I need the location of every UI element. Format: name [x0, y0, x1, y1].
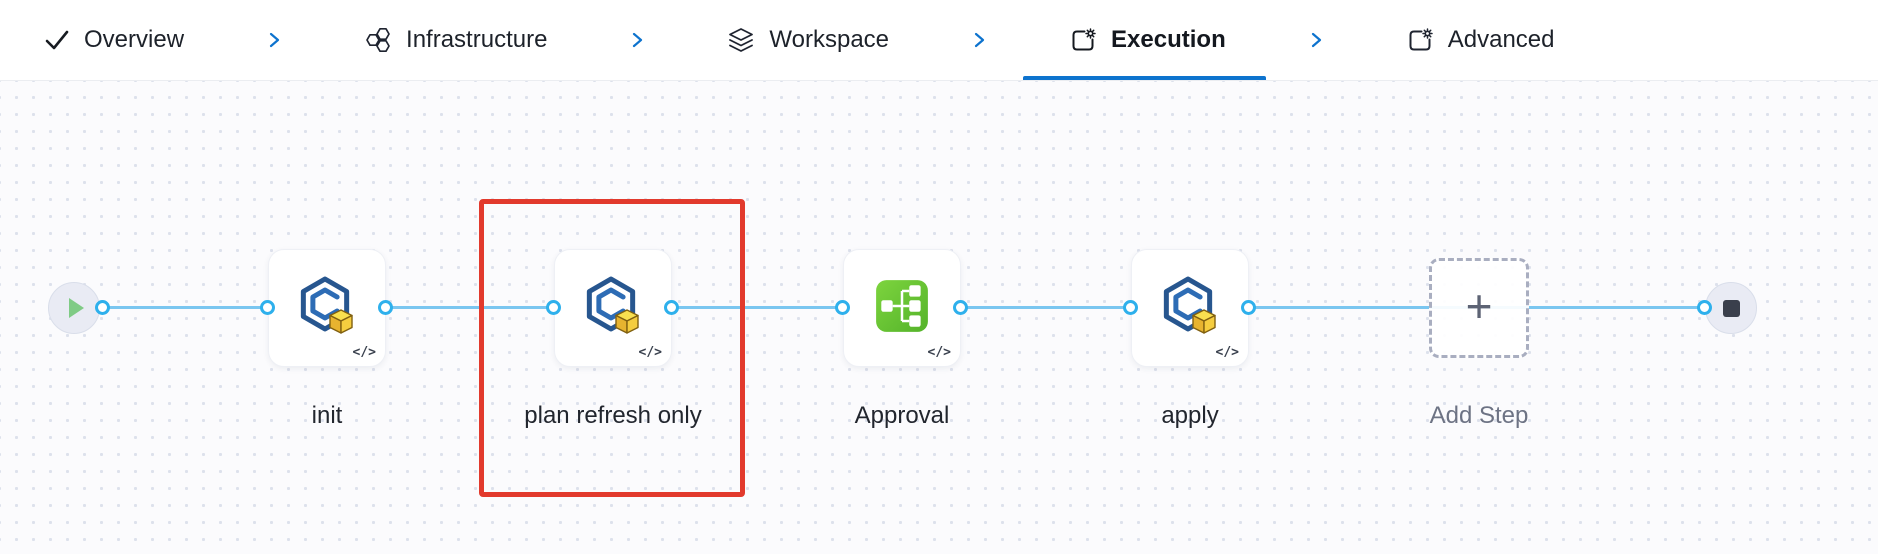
- tab-overview[interactable]: Overview: [44, 0, 184, 80]
- connector-port: [95, 300, 110, 315]
- chevron-right-icon: [629, 30, 645, 50]
- tab-bar: Overview Infrastructure Work: [0, 0, 1878, 81]
- chevron-right-icon: [1308, 30, 1324, 50]
- tab-label: Overview: [84, 26, 185, 53]
- step-label-approval: Approval: [854, 402, 950, 429]
- step-label-apply: apply: [1161, 402, 1219, 429]
- step-node-apply[interactable]: </>: [1131, 249, 1249, 367]
- chevron-right-icon: [971, 30, 987, 50]
- hexagon-cluster-icon: [364, 26, 392, 54]
- pipeline-start-node[interactable]: [48, 282, 100, 334]
- pipeline-end-node[interactable]: [1705, 282, 1757, 334]
- check-icon: [44, 27, 70, 53]
- tab-advanced[interactable]: Advanced: [1406, 0, 1555, 80]
- code-badge: </>: [1215, 345, 1239, 360]
- code-badge: </>: [927, 345, 951, 360]
- tab-workspace[interactable]: Workspace: [727, 0, 889, 80]
- step-node-approval[interactable]: </>: [843, 249, 961, 367]
- connector-port: [1123, 300, 1138, 315]
- connector-port: [1241, 300, 1256, 315]
- stop-icon: [1722, 299, 1740, 317]
- panel-gear-icon: [1069, 26, 1097, 54]
- connector-port: [664, 300, 679, 315]
- code-badge: </>: [352, 345, 376, 360]
- tab-label: Execution: [1111, 26, 1226, 53]
- step-label-plan-refresh-only: plan refresh only: [524, 402, 702, 429]
- pipeline-canvas[interactable]: </> init </> plan refresh only: [0, 81, 1878, 554]
- plus-icon: +: [1465, 279, 1493, 332]
- tab-label: Advanced: [1447, 26, 1555, 53]
- terraform-logo-icon: [1158, 274, 1222, 343]
- tab-label: Workspace: [769, 26, 890, 53]
- terraform-logo-icon: [581, 274, 645, 343]
- tab-label: Infrastructure: [406, 26, 548, 53]
- play-icon: [69, 298, 84, 318]
- add-step-label: Add Step: [1429, 402, 1529, 429]
- layers-icon: [727, 26, 755, 54]
- connector-port: [835, 300, 850, 315]
- tab-execution[interactable]: Execution: [1023, 0, 1266, 80]
- code-badge: </>: [638, 345, 662, 360]
- connector-port: [546, 300, 561, 315]
- step-node-plan-refresh-only[interactable]: </>: [554, 249, 672, 367]
- panel-gear-icon: [1406, 26, 1434, 54]
- add-step-button[interactable]: +: [1429, 258, 1529, 358]
- tab-infrastructure[interactable]: Infrastructure: [364, 0, 547, 80]
- step-node-init[interactable]: </>: [268, 249, 386, 367]
- connector-port: [1697, 300, 1712, 315]
- chevron-right-icon: [266, 30, 282, 50]
- approval-flowchart-icon: [873, 277, 931, 340]
- terraform-logo-icon: [295, 274, 359, 343]
- active-tab-underline: [1023, 76, 1266, 80]
- connector-port: [260, 300, 275, 315]
- step-label-init: init: [311, 402, 343, 429]
- connector-port: [378, 300, 393, 315]
- connector-port: [953, 300, 968, 315]
